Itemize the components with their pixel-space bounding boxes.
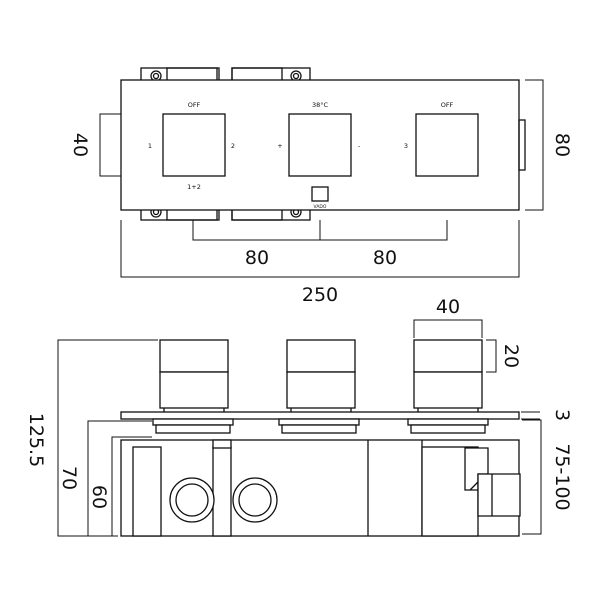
front-view: OFF 1 2 1+2 38°C + - OFF 3 VADO 80 80 25… bbox=[69, 67, 573, 306]
dimension-body-depth: 70 bbox=[58, 420, 152, 536]
label-middle-right: - bbox=[358, 142, 361, 150]
label-right-left: 3 bbox=[404, 142, 408, 150]
label-right-top: OFF bbox=[441, 101, 454, 109]
knob-middle bbox=[288, 113, 352, 177]
dimension-knob-spacing: 80 80 bbox=[192, 220, 448, 269]
dimension-body-inner-depth: 60 bbox=[88, 436, 152, 536]
dim-knob-width-side: 40 bbox=[436, 296, 460, 318]
label-middle-top: 38°C bbox=[312, 101, 329, 109]
dim-knob-spacing-left: 80 bbox=[245, 247, 269, 269]
label-left-top: OFF bbox=[188, 101, 201, 109]
knob-profile-left bbox=[159, 339, 229, 412]
dim-knob-size: 40 bbox=[69, 133, 91, 157]
outlet-ports bbox=[169, 477, 278, 523]
collars bbox=[152, 418, 489, 434]
knob-left bbox=[162, 113, 226, 177]
vado-logo: VADO bbox=[311, 186, 329, 210]
label-left-left: 1 bbox=[148, 142, 152, 150]
side-tab bbox=[518, 119, 526, 171]
dim-knob-spacing-right: 80 bbox=[373, 247, 397, 269]
dimension-wall-range: 75-100 bbox=[522, 419, 573, 535]
dimension-plate-height: 80 bbox=[525, 79, 573, 211]
dimension-knob-depth: 20 bbox=[486, 339, 522, 373]
label-middle-left: + bbox=[277, 142, 282, 150]
dimension-knob-size: 40 bbox=[69, 113, 121, 177]
faceplate bbox=[120, 79, 520, 211]
dim-body-inner-depth: 60 bbox=[88, 485, 110, 509]
dim-body-depth: 70 bbox=[58, 466, 80, 490]
faceplate-profile bbox=[120, 411, 520, 420]
dimension-plate-thickness: 3 bbox=[521, 409, 573, 421]
side-view: 40 20 125.5 70 60 3 75-10 bbox=[25, 296, 573, 537]
dim-knob-depth: 20 bbox=[500, 344, 522, 368]
dim-total-depth: 125.5 bbox=[25, 413, 47, 467]
dim-overall-width: 250 bbox=[302, 284, 338, 306]
svg-text:VADO: VADO bbox=[314, 204, 327, 210]
dim-plate-thickness: 3 bbox=[551, 409, 573, 421]
elbow-fitting bbox=[464, 447, 521, 517]
label-left-right: 2 bbox=[231, 142, 235, 150]
dim-plate-height: 80 bbox=[551, 133, 573, 157]
knob-profile-right bbox=[413, 339, 483, 412]
dimension-overall-width: 250 bbox=[120, 220, 520, 306]
knob-right bbox=[415, 113, 479, 177]
knob-profile-middle bbox=[286, 339, 356, 412]
dimension-knob-width-side: 40 bbox=[413, 296, 483, 338]
dim-wall-range: 75-100 bbox=[551, 443, 573, 510]
label-left-bottom: 1+2 bbox=[187, 183, 201, 191]
